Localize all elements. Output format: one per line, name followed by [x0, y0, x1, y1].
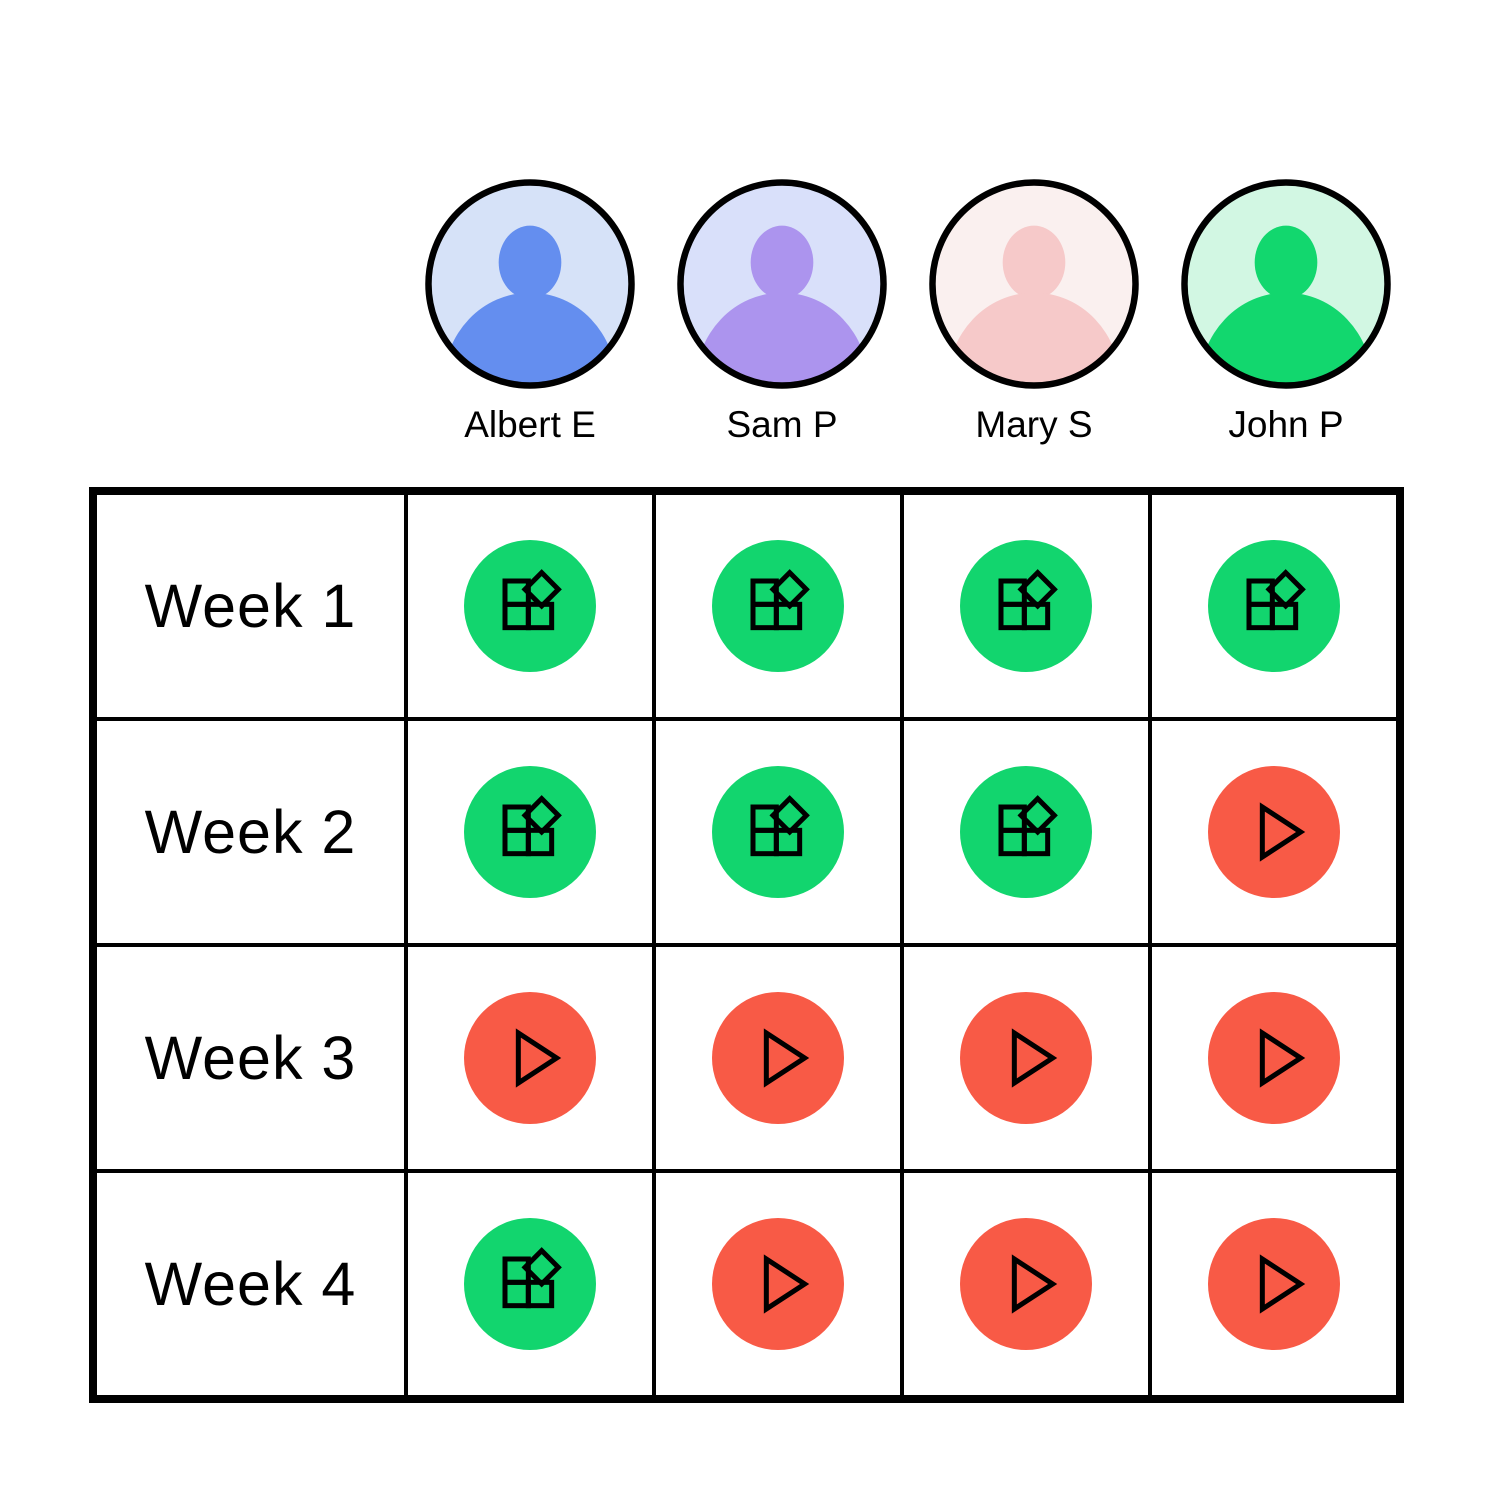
avatar-row: Albert E Sam P Mary S	[89, 176, 1412, 443]
status-badge	[712, 540, 844, 672]
person-mary-s: Mary S	[908, 176, 1160, 443]
avatar-row-spacer	[89, 176, 404, 443]
status-cell	[654, 945, 902, 1171]
person-avatar-icon	[1181, 179, 1391, 389]
person-name: Albert E	[464, 404, 596, 445]
week-label: Week 3	[95, 945, 406, 1171]
play-icon	[1011, 1028, 1058, 1088]
status-badge	[960, 992, 1092, 1124]
person-name: John P	[1228, 404, 1344, 445]
status-cell	[406, 1171, 654, 1397]
status-badge	[464, 540, 596, 672]
week-label: Week 2	[95, 719, 406, 945]
status-badge	[960, 540, 1092, 672]
status-badge	[1208, 766, 1340, 898]
status-badge	[1208, 992, 1340, 1124]
week-label: Week 4	[95, 1171, 406, 1397]
blocks-icon	[998, 795, 1058, 857]
status-badge	[464, 766, 596, 898]
blocks-icon	[1246, 569, 1306, 631]
status-badge	[712, 766, 844, 898]
status-badge	[712, 1218, 844, 1350]
person-sam-p: Sam P	[656, 176, 908, 443]
status-cell	[406, 719, 654, 945]
status-cell	[1150, 493, 1398, 719]
status-cell	[902, 1171, 1150, 1397]
status-cell	[1150, 719, 1398, 945]
person-avatar-icon	[677, 179, 887, 389]
status-cell	[406, 945, 654, 1171]
person-name: Mary S	[975, 404, 1093, 445]
week-label: Week 1	[95, 493, 406, 719]
person-john-p: John P	[1160, 176, 1412, 443]
play-icon	[763, 1254, 810, 1314]
status-badge	[712, 992, 844, 1124]
status-badge	[1208, 1218, 1340, 1350]
person-avatar-icon	[929, 179, 1139, 389]
status-cell	[902, 719, 1150, 945]
play-icon	[515, 1028, 562, 1088]
status-cell	[654, 493, 902, 719]
status-cell	[406, 493, 654, 719]
blocks-icon	[502, 569, 562, 631]
status-badge	[464, 1218, 596, 1350]
status-badge	[960, 766, 1092, 898]
status-badge	[960, 1218, 1092, 1350]
blocks-icon	[750, 795, 810, 857]
person-avatar-icon	[425, 179, 635, 389]
status-cell	[654, 719, 902, 945]
blocks-icon	[998, 569, 1058, 631]
person-albert-e: Albert E	[404, 176, 656, 443]
status-cell	[1150, 1171, 1398, 1397]
play-icon	[1011, 1254, 1058, 1314]
status-cell	[1150, 945, 1398, 1171]
play-icon	[1259, 802, 1306, 862]
status-badge	[1208, 540, 1340, 672]
weekly-status-table: Week 1 Week 2	[89, 487, 1404, 1403]
play-icon	[1259, 1028, 1306, 1088]
status-badge	[464, 992, 596, 1124]
person-name: Sam P	[726, 404, 838, 445]
status-cell	[902, 493, 1150, 719]
status-cell	[902, 945, 1150, 1171]
play-icon	[763, 1028, 810, 1088]
blocks-icon	[502, 1247, 562, 1309]
blocks-icon	[502, 795, 562, 857]
blocks-icon	[750, 569, 810, 631]
play-icon	[1259, 1254, 1306, 1314]
status-cell	[654, 1171, 902, 1397]
